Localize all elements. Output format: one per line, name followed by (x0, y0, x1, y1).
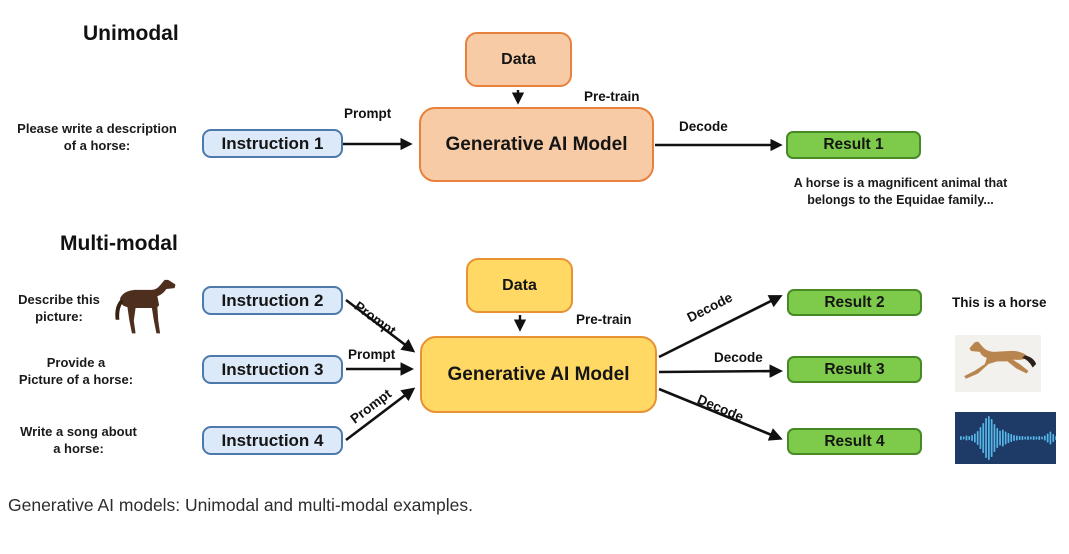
multimodal-instruction3-box: Instruction 3 (202, 355, 343, 384)
row2-input-line1: Provide a (46, 355, 106, 370)
multimodal-input-text-3: Write a song about a horse: (6, 424, 151, 458)
multimodal-output-text-1: This is a horse (952, 295, 1047, 310)
multimodal-result4-box: Result 4 (787, 428, 922, 455)
row2-input-line2: Picture of a horse: (18, 371, 134, 387)
row3-input-line1: Write a song about (20, 424, 137, 439)
decode-label-result2: Decode (684, 289, 735, 326)
unimodal-output-line2: belongs to the Equidae family... (807, 192, 994, 207)
unimodal-input-line1: Please write a description (17, 121, 177, 136)
multimodal-result3-box: Result 3 (787, 356, 922, 383)
multimodal-pretrain-label: Pre-train (576, 312, 632, 327)
decode-label-result4: Decode (695, 391, 746, 425)
decode-label-result3: Decode (714, 350, 763, 365)
unimodal-input-line2: of a horse: (63, 137, 131, 153)
multimodal-input-text-2: Provide a Picture of a horse: (6, 355, 146, 389)
unimodal-decode-label: Decode (679, 119, 728, 134)
unimodal-result-box: Result 1 (786, 131, 921, 159)
multimodal-result2-box: Result 2 (787, 289, 922, 316)
horse-standing-image (110, 279, 192, 337)
unimodal-output-text: A horse is a magnificent animal that bel… (768, 175, 1033, 209)
multimodal-data-box: Data (466, 258, 573, 313)
unimodal-instruction-box: Instruction 1 (202, 129, 343, 158)
row3-input-line2: a horse: (53, 440, 104, 456)
audio-waveform-image (955, 412, 1057, 464)
row1-input-line2: picture: (35, 308, 83, 324)
horse-running-image (955, 335, 1041, 392)
unimodal-model-box: Generative AI Model (419, 107, 654, 182)
multimodal-input-text-1: Describe this picture: (6, 292, 112, 326)
multimodal-heading: Multi-modal (60, 232, 178, 255)
multimodal-instruction2-box: Instruction 2 (202, 286, 343, 315)
figure-caption: Generative AI models: Unimodal and multi… (8, 495, 473, 515)
unimodal-prompt-label: Prompt (344, 106, 392, 121)
prompt-label-instruction3: Prompt (348, 347, 396, 362)
arrow-decode-result3 (658, 364, 784, 378)
multimodal-instruction4-box: Instruction 4 (202, 426, 343, 455)
unimodal-heading: Unimodal (83, 22, 179, 45)
unimodal-data-box: Data (465, 32, 572, 87)
multimodal-model-box: Generative AI Model (420, 336, 657, 413)
unimodal-input-text: Please write a description of a horse: (8, 121, 186, 155)
prompt-label-instruction2: Prompt (351, 298, 399, 339)
prompt-label-instruction4: Prompt (347, 386, 395, 427)
unimodal-output-line1: A horse is a magnificent animal that (793, 176, 1008, 190)
row1-input-line1: Describe this (18, 292, 100, 307)
unimodal-pretrain-label: Pre-train (584, 89, 640, 104)
